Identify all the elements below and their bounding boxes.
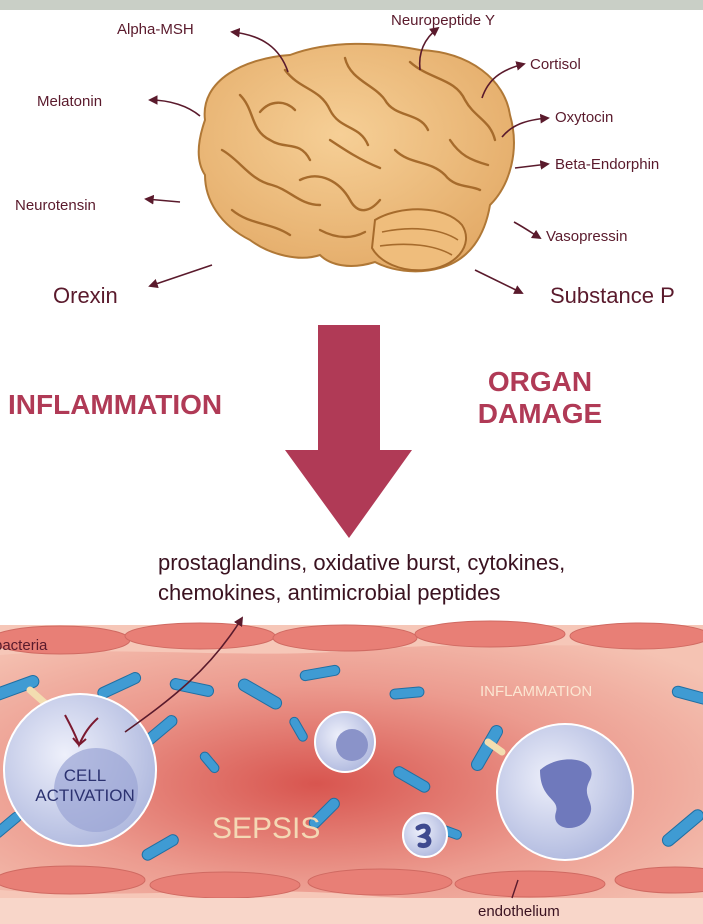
mediators-line1: prostaglandins, oxidative burst, cytokin… — [158, 548, 565, 578]
label-inflammation: INFLAMMATION — [480, 683, 592, 700]
mediators-line2: chemokines, antimicrobial peptides — [158, 578, 565, 608]
immune-cell-small — [315, 712, 375, 772]
down-arrow — [285, 325, 412, 538]
label-cell-activation-line1: CELL — [30, 766, 140, 786]
label-sepsis: SEPSIS — [212, 812, 320, 846]
heading-organ-damage: ORGAN DAMAGE — [460, 366, 620, 430]
label-oxytocin: Oxytocin — [555, 110, 613, 125]
label-vasopressin: Vasopressin — [546, 229, 627, 244]
label-substance-p: Substance P — [550, 285, 675, 307]
label-neuropeptide-y: Neuropeptide Y — [391, 13, 495, 28]
label-cortisol: Cortisol — [530, 57, 581, 72]
label-orexin: Orexin — [53, 285, 118, 307]
label-cell-activation-line2: ACTIVATION — [30, 786, 140, 806]
immune-cell-neutrophil — [497, 724, 633, 860]
arrow-vasopressin — [514, 222, 540, 238]
label-beta-endorphin: Beta-Endorphin — [555, 157, 659, 172]
arrow-melatonin — [150, 100, 200, 116]
mediators-caption: prostaglandins, oxidative burst, cytokin… — [158, 548, 565, 608]
heading-inflammation: INFLAMMATION — [8, 389, 222, 421]
heading-organ-damage-line1: ORGAN — [460, 366, 620, 398]
label-bacteria: bacteria — [0, 637, 47, 654]
arrow-substance-p — [475, 270, 522, 293]
arrow-beta-endorphin — [515, 164, 548, 168]
immune-cell-tiny — [403, 813, 447, 857]
arrow-neurotensin — [146, 199, 180, 202]
label-neurotensin: Neurotensin — [15, 198, 96, 213]
label-melatonin: Melatonin — [37, 94, 102, 109]
arrow-orexin — [150, 265, 212, 286]
top-texture — [0, 0, 703, 10]
brain-illustration — [199, 44, 514, 271]
label-alpha-msh: Alpha-MSH — [117, 22, 194, 37]
label-endothelium: endothelium — [478, 903, 560, 920]
heading-organ-damage-line2: DAMAGE — [460, 398, 620, 430]
label-cell-activation: CELL ACTIVATION — [30, 766, 140, 806]
